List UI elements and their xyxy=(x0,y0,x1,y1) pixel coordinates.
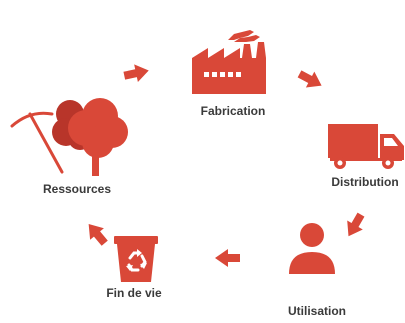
label-distribution: Distribution xyxy=(331,175,399,189)
recycling-bin-icon xyxy=(114,234,158,282)
label-utilisation: Utilisation xyxy=(287,304,347,318)
label-fin-de-vie: Fin de vie xyxy=(106,286,162,300)
stage-fin-de-vie xyxy=(114,234,158,282)
arrow-fin-de-vie-to-ressources xyxy=(84,220,110,253)
stage-fabrication xyxy=(190,28,268,94)
arrow-ressources-to-fabrication xyxy=(122,63,152,88)
arrow-fabrication-to-distribution xyxy=(296,68,326,97)
stage-ressources xyxy=(8,92,130,176)
stage-distribution xyxy=(328,124,404,170)
factory-icon xyxy=(190,28,268,94)
person-icon xyxy=(287,222,337,274)
stage-utilisation xyxy=(287,222,337,274)
label-fabrication: Fabrication xyxy=(200,104,266,118)
arrow-utilisation-to-fin-de-vie xyxy=(214,247,242,274)
label-ressources: Ressources xyxy=(42,182,112,196)
arrow-distribution-to-utilisation xyxy=(342,210,368,245)
truck-icon xyxy=(328,124,404,170)
tree-pickaxe-icon xyxy=(8,92,130,176)
